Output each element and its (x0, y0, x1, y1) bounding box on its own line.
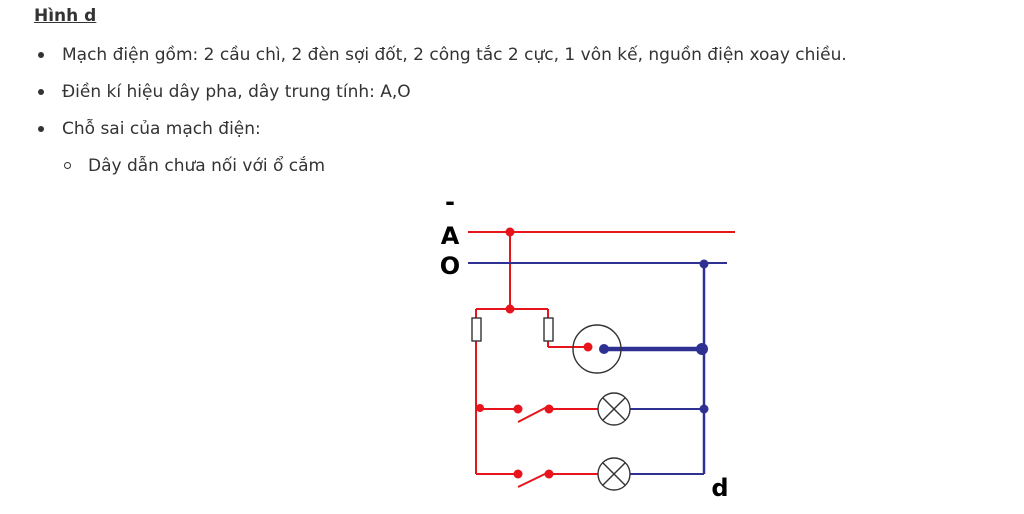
neutral-junctions (599, 259, 709, 414)
bullet-dot-icon (38, 52, 44, 58)
neutral-label: O (440, 252, 460, 280)
bullet-text: Mạch điện gồm: 2 cầu chì, 2 đèn sợi đốt,… (62, 45, 847, 65)
sub-bullet-text: Dây dẫn chưa nối với ổ cắm (88, 156, 326, 176)
fuse-left-icon (471, 317, 482, 342)
switch1-blade (517, 406, 548, 423)
bullet-text: Điền kí hiệu dây pha, dây trung tính: A,… (62, 82, 411, 102)
diagram-mark-top: - (445, 188, 455, 216)
phase-junctions (476, 227, 593, 479)
bullet-dot-icon (38, 89, 44, 95)
lamp-1-icon (597, 392, 631, 426)
fuse-right-icon (543, 317, 554, 342)
phase-label: A (441, 222, 460, 250)
socket-icon (572, 324, 622, 374)
phase-wire-network (468, 231, 735, 488)
figure-heading: Hình d (34, 6, 97, 26)
bullet-dot-icon (38, 126, 44, 132)
sub-bullet-circle-icon (64, 162, 71, 169)
switch2-blade (517, 472, 548, 488)
lamp-2-icon (597, 457, 631, 491)
bullet-text: Chỗ sai của mạch điện: (62, 119, 261, 139)
figure-label: d (711, 474, 728, 502)
neutral-wire-network (468, 262, 727, 475)
